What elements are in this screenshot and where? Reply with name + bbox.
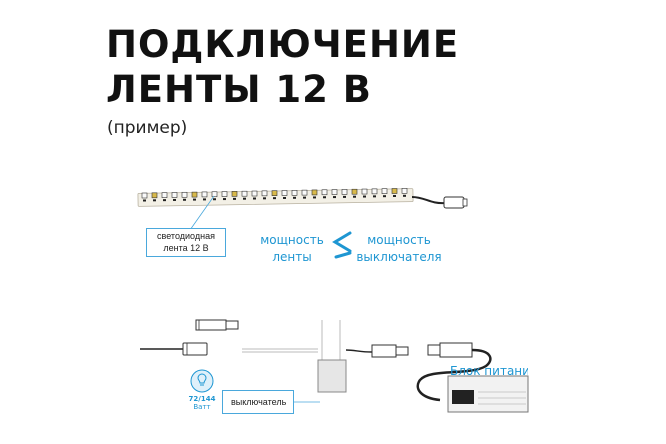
led-chip — [211, 191, 218, 198]
resistor — [313, 196, 316, 199]
resistor — [143, 199, 146, 202]
bulb-wattage: 72/144 Ватт — [188, 395, 216, 411]
led-chip — [201, 191, 208, 198]
strip-label-box: светодиодная лента 12 В — [146, 228, 226, 257]
led-chip — [241, 190, 248, 197]
led-chip — [311, 189, 318, 196]
resistor — [293, 196, 296, 199]
page-title: ПОДКЛЮЧЕНИЕ ЛЕНТЫ 12 В — [106, 22, 459, 112]
switch-label: выключатель — [231, 397, 287, 407]
led-chip — [151, 192, 158, 199]
led-chip — [361, 188, 368, 195]
led-chip — [381, 188, 388, 194]
resistor — [193, 198, 196, 201]
led-chip — [261, 190, 268, 197]
led-chip — [271, 190, 278, 196]
resistor — [383, 195, 386, 198]
less-equal-symbol — [332, 231, 352, 259]
led-chip — [351, 188, 358, 195]
middle-dc-plug — [371, 344, 409, 358]
resistor — [173, 198, 176, 201]
resistor — [203, 198, 206, 201]
switch-unit — [242, 320, 373, 393]
led-chip — [221, 191, 228, 197]
led-chip — [291, 190, 298, 196]
strip-connector — [443, 196, 465, 209]
resistor — [363, 195, 366, 198]
switch-power-label: мощность выключателя — [356, 233, 442, 264]
led-chip — [171, 192, 178, 198]
led-chips — [141, 188, 408, 202]
led-chip — [281, 190, 288, 196]
resistor — [373, 195, 376, 198]
power-unit-plug — [416, 342, 492, 402]
title-line-2: ЛЕНТЫ 12 В — [106, 68, 373, 111]
resistor — [153, 199, 156, 202]
top-dc-plug — [195, 319, 239, 331]
led-chip — [251, 190, 258, 197]
resistor — [243, 197, 246, 200]
resistor — [283, 196, 286, 199]
led-chip — [321, 189, 328, 196]
power-unit-label: Блок питания — [450, 364, 528, 378]
resistor — [353, 195, 356, 198]
led-chip — [341, 189, 348, 195]
led-chip — [231, 191, 238, 197]
led-chip — [371, 188, 378, 195]
resistor — [263, 197, 266, 200]
resistor — [403, 194, 406, 197]
resistor — [303, 196, 306, 199]
power-supply — [447, 375, 529, 413]
resistor — [333, 196, 336, 199]
led-strip — [137, 188, 468, 209]
resistor — [233, 197, 236, 200]
lightbulb-icon — [190, 369, 214, 393]
resistor — [253, 197, 256, 200]
resistor — [323, 196, 326, 199]
resistor — [273, 197, 276, 200]
strip-power-label: мощность ленты — [260, 233, 324, 264]
left-dc-jack — [140, 342, 208, 356]
resistor — [223, 198, 226, 201]
resistor — [163, 199, 166, 202]
led-chip — [401, 188, 408, 194]
led-chip — [391, 188, 398, 194]
resistor — [183, 198, 186, 201]
resistor — [393, 195, 396, 197]
switch-label-box: выключатель — [222, 390, 294, 414]
strip-pointer — [189, 195, 215, 231]
title-line-1: ПОДКЛЮЧЕНИЕ — [106, 23, 460, 66]
led-chip — [191, 191, 198, 198]
strip-label-line-1: светодиодная — [157, 231, 215, 241]
subtitle: (пример) — [107, 118, 188, 138]
resistor — [213, 198, 216, 201]
strip-label-line-2: лента 12 В — [163, 243, 209, 253]
led-chip — [181, 191, 188, 198]
resistor — [343, 195, 346, 198]
led-chip — [301, 189, 308, 196]
led-chip — [161, 192, 168, 198]
led-chip — [331, 189, 338, 195]
led-chip — [141, 192, 148, 199]
